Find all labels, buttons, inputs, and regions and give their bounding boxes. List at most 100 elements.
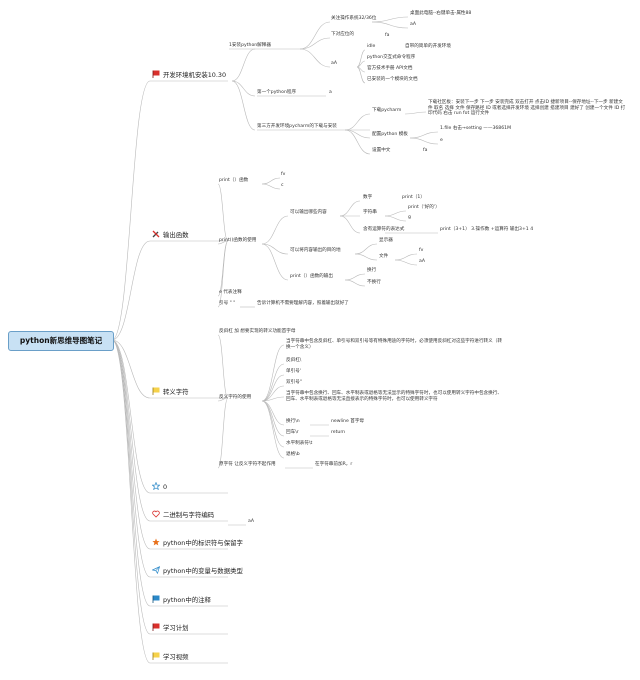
topic-configure-template[interactable]: 配置python 模板 <box>372 132 408 137</box>
topic-print-function[interactable]: print（）函数 <box>219 178 249 183</box>
topic-print-c[interactable]: c <box>281 183 284 188</box>
topic-print-1[interactable]: print（1） <box>402 195 425 200</box>
connector-line <box>299 37 331 50</box>
branch-topic[interactable]: 学习计划 <box>150 623 193 634</box>
branch-label: 二进制与字符编码 <box>163 511 215 519</box>
topic-aa[interactable]: aA <box>410 22 416 27</box>
topic-comment[interactable]: e 代表注释 <box>219 290 242 295</box>
connector-line <box>299 48 331 68</box>
topic-double-quote[interactable]: 双引号" <box>286 380 302 385</box>
topic-file-fv[interactable]: fv <box>419 248 424 253</box>
topic-first-program-a[interactable]: a <box>329 90 332 95</box>
branch-topic[interactable]: python中的变量与数据类型 <box>150 566 247 577</box>
topic-monitor[interactable]: 显示器 <box>379 238 393 243</box>
connector-line <box>261 363 285 402</box>
connector-line <box>394 259 418 266</box>
topic-escape-usage[interactable]: 反义字符的使用 <box>219 395 252 400</box>
topic-binary-aa[interactable]: aA <box>248 519 254 524</box>
topic-expression[interactable]: 含有运算符的表达式 <box>363 227 405 232</box>
topic-idle-desc[interactable]: 自带的简单的开发环境 <box>405 44 451 49</box>
connector-line <box>261 243 289 255</box>
branch-label: 学习视频 <box>163 653 189 661</box>
topic-chinese-fa[interactable]: fa <box>423 148 428 153</box>
topic-first-program[interactable]: 第一个python程序 <box>257 90 297 95</box>
topic-idle[interactable]: idle <box>367 44 376 49</box>
topic-interactive-shell[interactable]: python交互式命令程序 <box>367 55 416 60</box>
topic-chinese-setting[interactable]: 设置中文 <box>372 148 391 153</box>
branch-topic[interactable]: 输出函数 <box>150 230 193 241</box>
connector-line <box>217 334 229 399</box>
branch-label: 输出函数 <box>163 231 189 239</box>
topic-no-newline[interactable]: 不换行 <box>367 280 381 285</box>
topic-template-e[interactable]: e <box>440 138 443 143</box>
topic-return-word[interactable]: return <box>331 430 346 435</box>
topic-escape-t[interactable]: 水平制表符\t <box>286 441 313 446</box>
topic-file[interactable]: 文件 <box>379 254 389 259</box>
topic-single-quote[interactable]: 单引号' <box>286 369 302 374</box>
branch-label: 转义字符 <box>163 388 189 396</box>
connector-line <box>339 200 361 217</box>
topic-os-bits[interactable]: 关注操作系统32/36位 <box>331 16 377 21</box>
topic-raw-string-prefix[interactable]: 在字符串前加R，r <box>315 462 353 467</box>
topic-print-usage[interactable]: print()函数的使用 <box>219 238 257 243</box>
connector-line <box>261 215 289 245</box>
branch-topic[interactable]: 二进制与字符编码 <box>150 510 218 521</box>
topic-pycharm-steps[interactable]: 下载社区板：安装下一步 下一步 安装完成 双击打开 点击ID 捷新项目--保存地… <box>428 100 626 117</box>
connector-line <box>344 273 366 281</box>
topic-escape-definition[interactable]: 反斜杠 加 想要实现的转义功能首字母 <box>219 329 296 334</box>
topic-print-string[interactable]: print（'好的'） <box>408 205 440 210</box>
branch-topic[interactable]: 转义字符 <box>150 387 193 398</box>
topic-number[interactable]: 数字 <box>363 195 373 200</box>
topic-newline-word[interactable]: newline 首字母 <box>331 419 365 424</box>
topic-print-expression[interactable]: print（3+1） 3.操作数 +运算符 输出3+1 4 <box>440 227 534 232</box>
connector-line <box>409 137 439 145</box>
topic-escape-n[interactable]: 换行\n <box>286 419 300 424</box>
yellow-flag-icon <box>152 387 163 396</box>
topic-file-aa[interactable]: aA <box>419 259 425 264</box>
topic-backslash[interactable]: 反斜杠\ <box>286 358 302 363</box>
topic-output-content[interactable]: 可以输出哪些内容 <box>290 210 327 215</box>
connector-line <box>261 400 285 459</box>
topic-escape-b[interactable]: 退格\b <box>286 452 300 457</box>
connector-line <box>217 240 229 245</box>
branch-topic[interactable]: python中的注释 <box>150 595 215 606</box>
branch-label: python中的变量与数据类型 <box>163 567 243 575</box>
branch-topic[interactable]: python中的标识符与保留字 <box>150 538 247 549</box>
topic-raw-string[interactable]: 原字符 让反义字符不起作用 <box>219 462 276 467</box>
topic-file-setting[interactable]: 1.file 右击→setting ——36861M <box>440 126 512 131</box>
topic-newline[interactable]: 换行 <box>367 268 377 273</box>
topic-api-docs[interactable]: 官方技术手册 API文档 <box>367 66 413 71</box>
connector-line <box>111 80 151 341</box>
topic-print-fv[interactable]: fv <box>281 172 286 177</box>
topic-module-docs[interactable]: 已安装的一个模块的文档 <box>367 77 418 82</box>
topic-download-version[interactable]: 下对应位的 <box>331 32 354 37</box>
branch-topic[interactable]: 开发环境机安装10.30 <box>150 70 230 81</box>
topic-install-interpreter[interactable]: 1安装python解释器 <box>229 43 271 48</box>
topic-quotes[interactable]: 引号 " " <box>219 301 236 306</box>
branch-label: 开发环境机安装10.30 <box>163 71 227 79</box>
branch-topic[interactable]: 0 <box>150 482 171 493</box>
topic-desktop-properties[interactable]: 桌面此电脑--右键单击-属性88 <box>410 11 472 16</box>
topic-escape-control-chars[interactable]: 当字符串中包含换行、回车、水平制表或退格等无法显示的特殊字符时，也可以使用转义字… <box>286 391 502 402</box>
branch-topic[interactable]: 学习视频 <box>150 652 193 663</box>
connector-line <box>261 243 289 281</box>
topic-fa[interactable]: fa <box>385 33 390 38</box>
topic-output-destination[interactable]: 可以将内容输出的目的地 <box>290 248 341 253</box>
orange-star-icon <box>152 538 163 547</box>
topic-string-g[interactable]: g <box>408 215 411 220</box>
topic-escape-special-chars[interactable]: 当字符串中包含反斜杠、单引号和双引号等有特殊用途的字符时，必须使用反斜杠对这些字… <box>286 339 502 350</box>
connector-line <box>217 397 229 469</box>
topic-pycharm[interactable]: 第三方开发环境pycharm的下载与安装 <box>257 124 337 129</box>
root-topic[interactable]: python新思维导图笔记 <box>8 331 114 351</box>
topic-quotes-desc[interactable]: 告诉计算机不需要理解内容，照着输出就好了 <box>257 301 349 306</box>
connector-line <box>344 129 371 139</box>
topic-aa-tools[interactable]: aA <box>331 61 337 66</box>
connector-line <box>217 397 229 402</box>
topic-escape-r[interactable]: 回车\r <box>286 430 299 435</box>
connector-line <box>409 131 439 139</box>
topic-string[interactable]: 字符串 <box>363 210 377 215</box>
connector-line <box>344 279 366 287</box>
topic-print-output[interactable]: print（）函数的输出 <box>290 274 333 279</box>
topic-download-pycharm[interactable]: 下载pycharm <box>372 108 402 113</box>
